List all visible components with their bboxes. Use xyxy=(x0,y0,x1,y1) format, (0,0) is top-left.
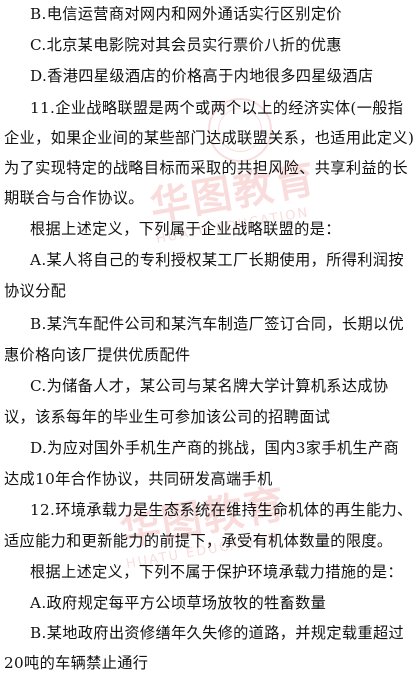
option-a-line: A.政府规定每平方公顷草场放牧的牲畜数量 xyxy=(30,594,327,612)
option-c-line: 议，该系每年的毕业生可参加该公司的招聘面试 xyxy=(4,408,331,426)
option-b-line: B.某汽车配件公司和某汽车制造厂签订合同，长期以优 xyxy=(30,315,405,333)
question-11-prompt: 根据上述定义，下列属于企业战略联盟的是： xyxy=(30,220,341,238)
option-d-line: D.为应对国外手机生产商的挑战，国内3家手机生产商 xyxy=(30,439,400,457)
option-b-line: 20吨的车辆禁止通行 xyxy=(4,654,149,672)
question-11-line: 期联合与合作协议。 xyxy=(4,189,144,207)
option-c-line: C.北京某电影院对其会员实行票价八折的优惠 xyxy=(30,36,342,54)
option-d-line: 达成10年合作协议，共同研发高端手机 xyxy=(4,470,273,488)
option-b-line: B.某地政府出资修缮年久失修的道路，并规定载重超过 xyxy=(30,624,405,642)
question-12-line: 12.环境承载力是生态系统在维持生命机体的再生能力、 xyxy=(30,501,413,519)
question-11-line: 11.企业战略联盟是两个或两个以上的经济实体(一般指 xyxy=(30,99,404,117)
question-12-line: 适应能力和更新能力的前提下，承受有机体数量的限度。 xyxy=(4,532,393,550)
option-b-line: 惠价格向该厂提供优质配件 xyxy=(4,346,191,364)
option-a-line: 协议分配 xyxy=(4,282,67,300)
option-c-line: C.为储备人才，某公司与某名牌大学计算机系达成协 xyxy=(30,377,389,395)
option-b-line: B.电信运营商对网内和网外通话实行区别定价 xyxy=(30,5,342,23)
question-12-prompt: 根据上述定义，下列不属于保护环境承载力措施的是： xyxy=(30,563,403,581)
option-d-line: D.香港四星级酒店的价格高于内地很多四星级酒店 xyxy=(30,67,374,85)
question-11-line: 为了实现特定的战略目标而采取的共担风险、共享利益的长 xyxy=(4,159,408,177)
question-11-line: 企业，如果企业间的某些部门达成联盟关系，也适用此定义) xyxy=(4,129,415,147)
option-a-line: A.某人将自己的专利授权某工厂长期使用，所得利润按 xyxy=(30,251,404,269)
